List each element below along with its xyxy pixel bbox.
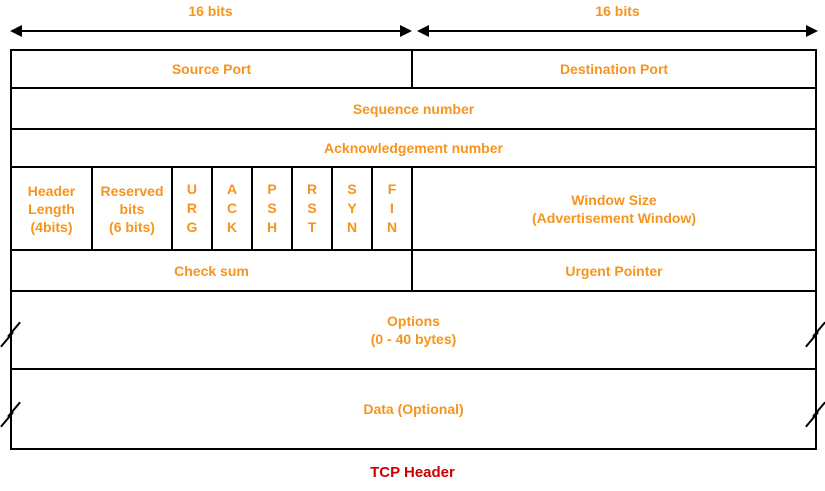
field-source-port: Source Port [12,51,413,87]
field-sequence-number: Sequence number [352,100,475,117]
field-urgent-pointer: Urgent Pointer [565,262,663,279]
row-flags: Header Length (4bits) Reserved bits (6 b… [12,168,815,251]
field-flag-syn: S Y N [333,168,373,249]
row-ports: Source Port Destination Port [12,51,815,89]
tcp-header-table: Source Port Destination Port Sequence nu… [10,49,817,450]
row-checksum: Check sum Urgent Pointer [12,251,815,292]
break-mark-data-left-icon [0,399,24,431]
field-flag-psh: P S H [253,168,293,249]
field-flag-rst: R S T [293,168,333,249]
field-data: Data (Optional) [363,401,464,417]
diagram-caption: TCP Header [370,464,455,481]
right-double-arrow-icon [417,25,818,37]
break-mark-data-right-icon [803,399,825,431]
field-flag-ack: A C K [213,168,253,249]
field-flag-fin: F I N [373,168,413,249]
row-sequence-number: Sequence number [12,89,815,130]
row-options: Options (0 - 40 bytes) [12,292,815,370]
break-mark-options-left-icon [0,319,24,351]
field-destination-port: Destination Port [559,61,669,77]
field-window-size: Window Size (Advertisement Window) [532,191,696,226]
field-acknowledgement-number: Acknowledgement number [324,140,503,156]
row-acknowledgement-number: Acknowledgement number [12,130,815,168]
field-options: Options (0 - 40 bytes) [370,313,457,347]
field-flag-urg: U R G [173,168,213,249]
field-checksum: Check sum [12,251,413,290]
field-header-length: Header Length (4bits) [12,168,93,249]
right-bits-label: 16 bits [595,3,640,19]
row-data: Data (Optional) [12,370,815,448]
field-reserved-bits: Reserved bits (6 bits) [93,168,173,249]
left-double-arrow-icon [10,25,412,37]
break-mark-options-right-icon [803,319,825,351]
left-bits-label: 16 bits [188,3,233,19]
